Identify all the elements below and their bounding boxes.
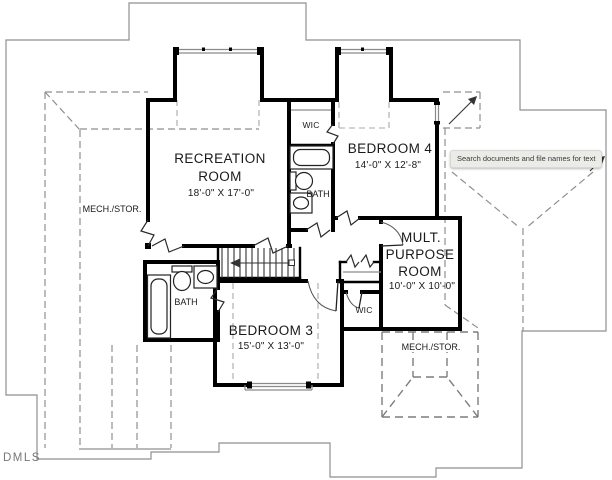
bath-lower-fixtures	[146, 265, 381, 339]
door-recreation-to-hall	[252, 237, 289, 254]
toilet-lower-bowl	[172, 270, 192, 292]
door-arc-bedroom3	[307, 280, 337, 312]
door-bedroom4	[335, 210, 361, 227]
attic-dashed-bottom-right	[381, 331, 479, 418]
bedroom3-label: BEDROOM 3	[229, 323, 314, 338]
door-bath-lower	[210, 287, 225, 313]
door-leaf-mult-purpose	[380, 244, 404, 247]
door-wic-upper	[326, 123, 339, 145]
mult-purpose-dims: 10'-0" X 10'-0"	[389, 281, 455, 292]
bay-window-recreation	[174, 47, 262, 55]
bath-upper-label: BATH	[306, 189, 329, 199]
search-tooltip[interactable]: Search documents and file names for text	[450, 150, 603, 168]
ceiling-break-lines	[176, 100, 390, 383]
closet-door-right	[360, 253, 375, 269]
sink-lower-basin	[196, 269, 215, 285]
wic-upper-label: WIC	[302, 120, 319, 130]
door-arc-wic-lower	[345, 291, 360, 309]
roof-slope-arrowhead-upper	[468, 96, 477, 105]
roof-slope-arrow-upper	[448, 98, 475, 125]
mult-purpose-label3: ROOM	[398, 264, 442, 279]
stair-arrowhead	[230, 258, 240, 268]
closet-door-left	[345, 253, 360, 269]
door-bath-upper	[305, 222, 331, 239]
recreation-room-dims: 18'-0" X 17'-0"	[188, 188, 254, 199]
door-leaf-bedroom3	[335, 280, 339, 312]
door-recreation-left	[140, 219, 155, 247]
sink-upper-basin	[292, 196, 310, 210]
window-bedroom3	[244, 381, 313, 391]
bay-window-bedroom4	[336, 47, 391, 55]
window-bedroom4-right	[434, 101, 440, 125]
attic-dashed-right	[443, 91, 605, 331]
attic-dashed-left	[44, 91, 259, 450]
doors	[140, 123, 404, 313]
mult-purpose-label2: PURPOSE	[386, 247, 455, 262]
walls	[143, 47, 462, 387]
recreation-room-label: RECREATION	[174, 151, 266, 166]
label-backing	[397, 340, 465, 352]
mult-purpose-label: MULT.	[401, 230, 441, 245]
bath-upper-fixtures	[289, 109, 334, 214]
roof-outline	[5, 2, 607, 478]
bedroom3-dims: 15'-0" X 13'-0"	[238, 341, 304, 352]
bath-lower-label: BATH	[174, 297, 197, 307]
recreation-room-label2: ROOM	[198, 169, 242, 184]
wic-lower-label: WIC	[355, 305, 372, 315]
bathtub-upper-basin	[292, 148, 331, 167]
bedroom4-dims: 14'-0" X 12'-8"	[355, 160, 421, 171]
bathtub-lower-basin	[150, 278, 168, 335]
labels: RECREATION ROOM 18'-0" X 17'-0" BEDROOM …	[3, 120, 465, 464]
stair-arrow-tail	[288, 259, 295, 266]
mech-stor-right-label: MECH./STOR.	[402, 342, 461, 352]
windows	[174, 47, 440, 391]
door-leaf-wic-lower	[358, 291, 363, 309]
bedroom4-label: BEDROOM 4	[348, 141, 433, 156]
door-recreation-bottom-left	[151, 238, 185, 253]
toilet-upper-bowl	[294, 171, 314, 191]
staircase	[221, 248, 295, 278]
watermark: DMLS	[3, 452, 41, 464]
door-arc-mult-purpose	[380, 221, 404, 246]
mech-stor-left-label: MECH./STOR.	[83, 204, 142, 214]
